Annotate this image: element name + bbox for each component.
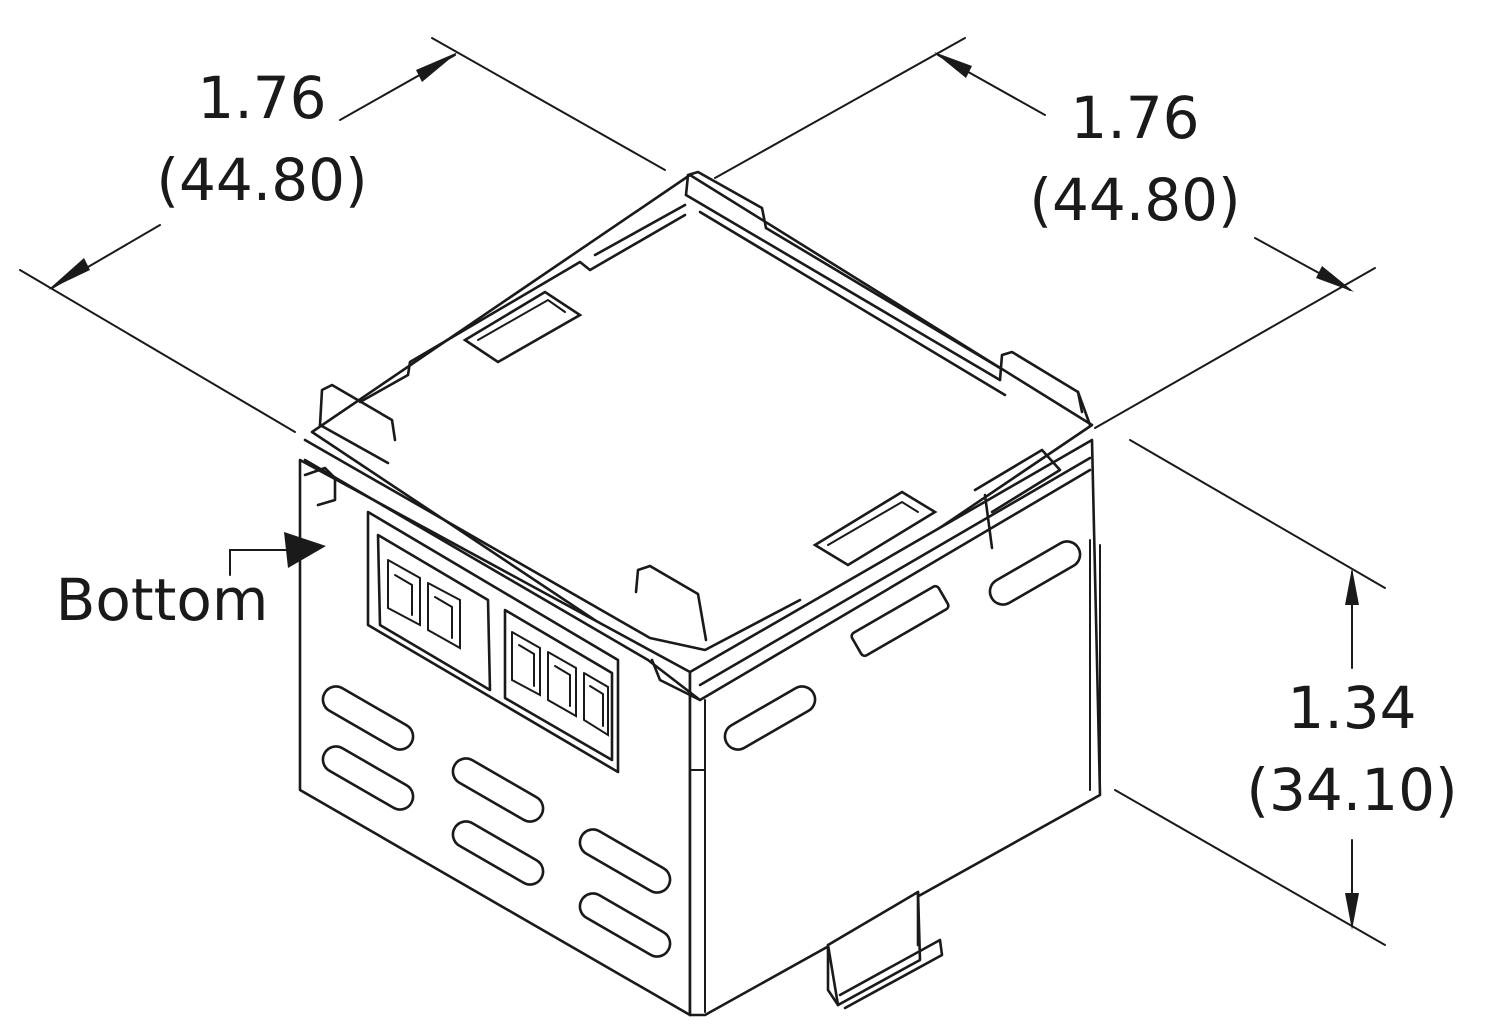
dim-height-mm: (34.10) <box>1246 756 1457 824</box>
arrowhead-width-left-b <box>416 52 458 82</box>
arrowhead-width-right-b <box>1316 266 1354 292</box>
dimension-labels: 1.76 (44.80) 1.76 (44.80) 1.34 (34.10) B… <box>56 64 1458 824</box>
dim-width-right-mm: (44.80) <box>1029 166 1240 234</box>
arrowhead-height-top <box>1345 568 1359 605</box>
right-vent-slots <box>723 540 1082 751</box>
top-slot-front <box>812 490 938 567</box>
callout-label-bottom: Bottom <box>56 566 269 634</box>
din-rail-clip <box>826 890 944 1010</box>
callout-arrowhead-bottom <box>284 532 326 568</box>
top-slot-rear <box>462 290 583 364</box>
dim-width-left-inch: 1.76 <box>197 64 326 132</box>
arrowhead-width-left-a <box>48 258 90 290</box>
dim-width-right-inch: 1.76 <box>1070 84 1199 152</box>
module-body <box>298 170 1102 1017</box>
dim-height-inch: 1.34 <box>1287 674 1416 742</box>
arrowhead-width-right-a <box>934 52 972 78</box>
arrowhead-height-bottom <box>1345 893 1359 930</box>
callout-leader-bottom <box>229 549 293 576</box>
dimension-lines <box>19 37 1386 946</box>
terminal-block-left <box>387 559 461 650</box>
front-vent-slots <box>321 685 672 958</box>
dim-width-left-mm: (44.80) <box>156 146 367 214</box>
terminal-block-right <box>511 631 609 737</box>
